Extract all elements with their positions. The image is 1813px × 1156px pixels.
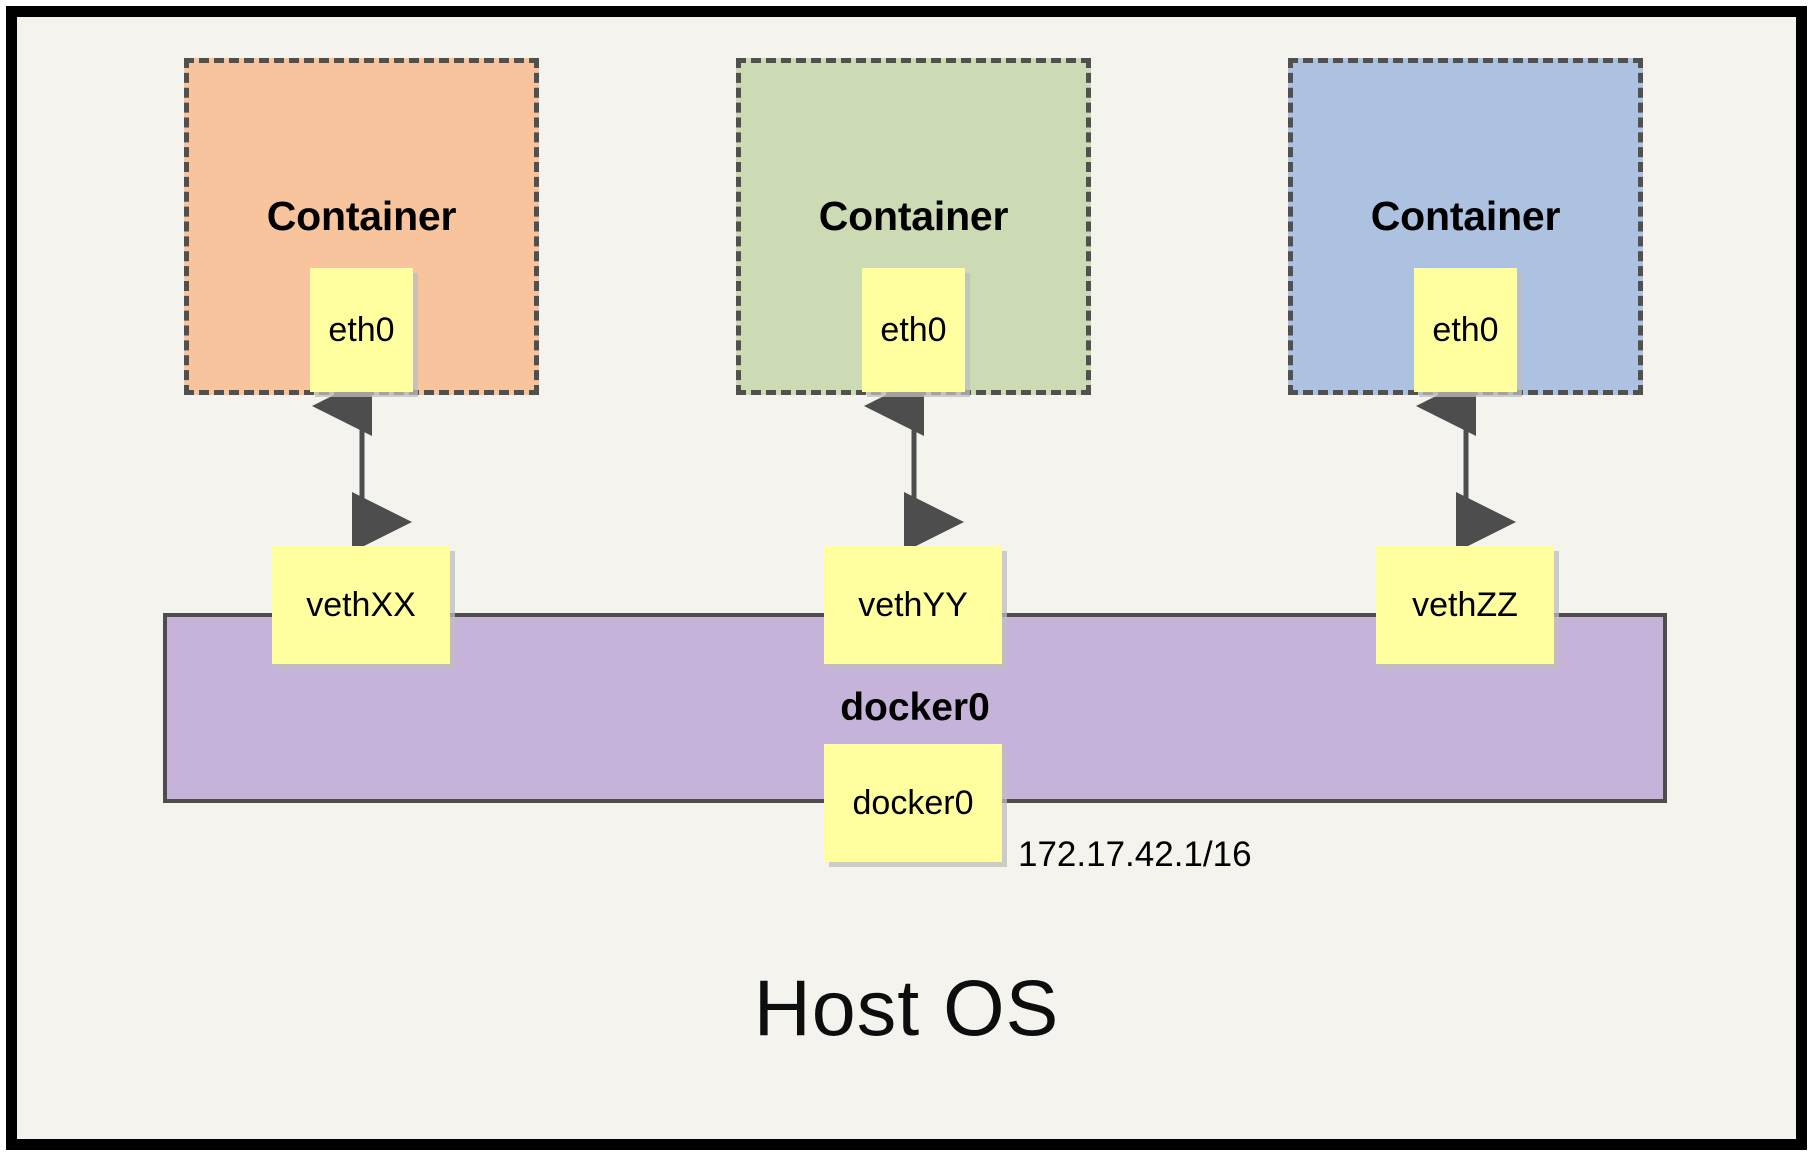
veth-box-1: vethXX: [272, 546, 450, 664]
docker0-ip-label: 172.17.42.1/16: [1018, 835, 1252, 874]
host-os-label: Host OS: [753, 963, 1060, 1052]
docker0-bridge-label: docker0: [840, 686, 990, 729]
container-eth0-1: eth0: [310, 268, 413, 392]
container-title-2: Container: [818, 193, 1009, 239]
arrow-eth0-to-veth-1: [312, 376, 412, 552]
container-eth0-3: eth0: [1414, 268, 1517, 392]
arrow-eth0-to-veth-3: [1416, 376, 1516, 552]
veth-box-2: vethYY: [824, 546, 1002, 664]
container-title-3: Container: [1370, 193, 1561, 239]
arrow-eth0-to-veth-2: [864, 376, 964, 552]
veth-box-3: vethZZ: [1376, 546, 1554, 664]
container-title-1: Container: [266, 193, 457, 239]
docker0-interface-box: docker0: [824, 744, 1002, 862]
container-eth0-2: eth0: [862, 268, 965, 392]
